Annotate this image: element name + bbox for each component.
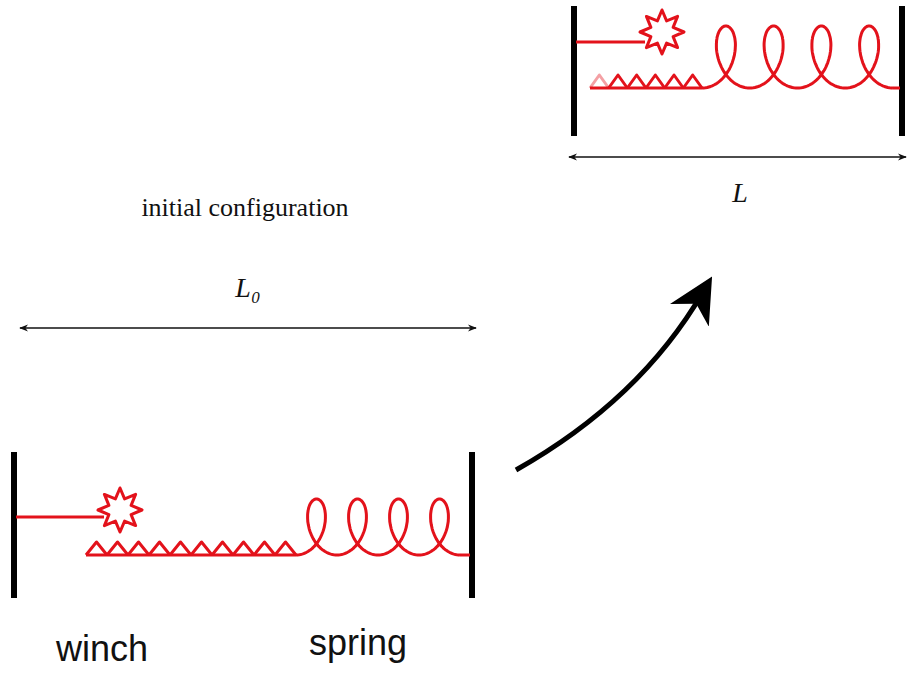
winch-spring xyxy=(16,10,900,555)
rack-tooth xyxy=(609,75,628,88)
rack-tooth xyxy=(683,75,702,88)
rack-tooth xyxy=(86,542,107,555)
rack-tooth xyxy=(254,542,275,555)
part-name: winch xyxy=(56,628,148,670)
wall xyxy=(11,452,17,598)
rack-tooth xyxy=(627,75,646,88)
transition-arrow xyxy=(516,292,703,470)
rack-tooth xyxy=(275,542,296,555)
dimension-note: initial configuration xyxy=(120,186,370,230)
rack-tooth xyxy=(107,542,128,555)
winch-cable xyxy=(576,41,645,44)
dimension-arrow xyxy=(20,327,476,329)
rack-tooth xyxy=(128,542,149,555)
dimension-label: L xyxy=(732,177,748,209)
wall xyxy=(469,452,475,598)
part-name: spring xyxy=(309,622,407,664)
dimension-label: L₀ xyxy=(235,272,260,304)
dimension-arrow xyxy=(569,156,906,158)
wall xyxy=(571,6,577,136)
rack-tooth xyxy=(590,75,609,88)
rack-tooth xyxy=(233,542,254,555)
spring-end xyxy=(893,87,900,90)
winch-cable xyxy=(16,516,104,519)
rack-tooth xyxy=(665,75,684,88)
winch-gear xyxy=(640,10,684,54)
winch-gear xyxy=(98,488,142,532)
spring-end xyxy=(460,554,470,557)
rack-tooth xyxy=(212,542,233,555)
spring-coil xyxy=(296,499,460,555)
rack-tooth xyxy=(646,75,665,88)
spring-coil xyxy=(702,26,893,88)
wall xyxy=(899,6,905,136)
rack-tooth xyxy=(191,542,212,555)
rack-tooth xyxy=(149,542,170,555)
rack-tooth xyxy=(170,542,191,555)
